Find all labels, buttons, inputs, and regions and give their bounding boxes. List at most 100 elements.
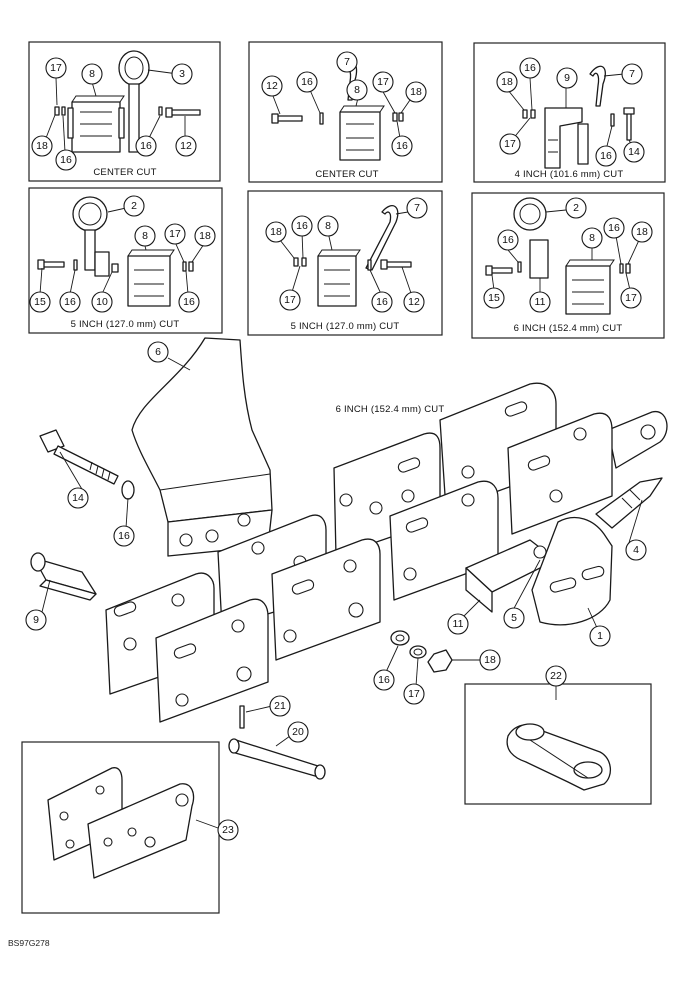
svg-text:18: 18 — [636, 226, 648, 238]
svg-text:17: 17 — [377, 76, 389, 88]
callout: 4 — [625, 539, 647, 561]
callout: 14 — [67, 487, 89, 509]
chain-link-part — [565, 259, 615, 315]
chain-link-part — [544, 107, 589, 169]
svg-text:17: 17 — [504, 138, 516, 150]
panel-5-inch-cut-1: 5 INCH (127.0 mm) CUT — [28, 187, 223, 334]
callout: 10 — [91, 291, 113, 313]
callout: 8 — [134, 225, 156, 247]
callout: 16 — [391, 135, 413, 157]
callout: 16 — [113, 525, 135, 547]
callout: 16 — [296, 71, 318, 93]
panel-center-cut-1: CENTER CUT — [28, 41, 221, 182]
callout: 9 — [556, 67, 578, 89]
svg-text:8: 8 — [354, 84, 360, 96]
svg-text:16: 16 — [502, 234, 514, 246]
callout: 2 — [565, 197, 587, 219]
svg-text:23: 23 — [222, 824, 234, 836]
callout: 18 — [631, 221, 653, 243]
svg-text:1: 1 — [597, 630, 603, 642]
callout: 12 — [403, 291, 425, 313]
callout: 23 — [217, 819, 239, 841]
callout: 16 — [371, 291, 393, 313]
callout: 17 — [372, 71, 394, 93]
callout: 17 — [164, 223, 186, 245]
svg-text:16: 16 — [376, 296, 388, 308]
svg-text:10: 10 — [96, 296, 108, 308]
callout: 18 — [496, 71, 518, 93]
callout: 3 — [171, 63, 193, 85]
svg-text:18: 18 — [410, 86, 422, 98]
svg-text:17: 17 — [284, 294, 296, 306]
callout: 18 — [479, 649, 501, 671]
panel-caption: CENTER CUT — [315, 169, 378, 180]
svg-text:16: 16 — [396, 140, 408, 152]
svg-text:7: 7 — [629, 68, 635, 80]
svg-text:16: 16 — [378, 674, 390, 686]
panel-4-inch-cut: 4 INCH (101.6 mm) CUT — [473, 42, 666, 183]
callout: 15 — [29, 291, 51, 313]
panel-caption: 4 INCH (101.6 mm) CUT — [515, 169, 624, 180]
svg-text:16: 16 — [608, 222, 620, 234]
callout: 16 — [291, 215, 313, 237]
svg-text:5: 5 — [511, 612, 517, 624]
svg-text:21: 21 — [274, 700, 286, 712]
callout: 7 — [621, 63, 643, 85]
svg-text:7: 7 — [414, 202, 420, 214]
end-link-plates — [507, 411, 668, 535]
callout: 20 — [287, 721, 309, 743]
svg-text:16: 16 — [64, 296, 76, 308]
svg-text:11: 11 — [535, 296, 546, 308]
svg-text:18: 18 — [199, 230, 211, 242]
panel-connector-link — [464, 683, 652, 805]
svg-text:8: 8 — [142, 230, 148, 242]
callout: 16 — [595, 145, 617, 167]
conical-tooth-part — [595, 477, 663, 529]
svg-text:8: 8 — [325, 220, 331, 232]
svg-text:15: 15 — [488, 292, 500, 304]
chain-link-part — [339, 105, 385, 161]
callout: 18 — [405, 81, 427, 103]
svg-text:9: 9 — [33, 614, 39, 626]
callout: 17 — [620, 287, 642, 309]
svg-text:12: 12 — [266, 80, 278, 92]
callout: 6 — [147, 341, 169, 363]
panel-caption: 5 INCH (127.0 mm) CUT — [71, 319, 180, 330]
main-caption: 6 INCH (152.4 mm) CUT — [336, 404, 445, 415]
bolt-part — [610, 107, 635, 141]
reference-code: BS97G278 — [8, 938, 50, 948]
panel-offset-link — [21, 741, 220, 914]
panel-caption: 6 INCH (152.4 mm) CUT — [514, 323, 623, 334]
callout: 18 — [31, 135, 53, 157]
svg-text:14: 14 — [72, 492, 84, 504]
callout: 7 — [406, 197, 428, 219]
svg-text:7: 7 — [344, 56, 350, 68]
panel-caption: CENTER CUT — [93, 167, 156, 178]
svg-text:16: 16 — [183, 296, 195, 308]
large-bolt-part — [39, 429, 119, 485]
svg-text:18: 18 — [484, 654, 496, 666]
bracket-part — [531, 517, 613, 626]
pin-part — [228, 738, 326, 780]
svg-text:9: 9 — [564, 72, 570, 84]
callout: 21 — [269, 695, 291, 717]
callout: 16 — [603, 217, 625, 239]
callout: 14 — [623, 141, 645, 163]
svg-text:4: 4 — [633, 544, 639, 556]
svg-text:16: 16 — [301, 76, 313, 88]
svg-text:3: 3 — [179, 68, 185, 80]
callout: 5 — [503, 607, 525, 629]
chain-link-part — [317, 249, 361, 307]
svg-text:18: 18 — [501, 76, 513, 88]
callout: 9 — [25, 609, 47, 631]
callout: 2 — [123, 195, 145, 217]
svg-text:16: 16 — [600, 150, 612, 162]
callout: 12 — [261, 75, 283, 97]
callout: 16 — [497, 229, 519, 251]
callout: 16 — [519, 57, 541, 79]
main-chain-assembly: 6 INCH (152.4 mm) CUT — [30, 337, 668, 780]
panel-center-cut-2: CENTER CUT — [248, 41, 443, 183]
digger-tooth-part — [131, 337, 273, 557]
callout: 12 — [175, 135, 197, 157]
callout: 22 — [545, 665, 567, 687]
